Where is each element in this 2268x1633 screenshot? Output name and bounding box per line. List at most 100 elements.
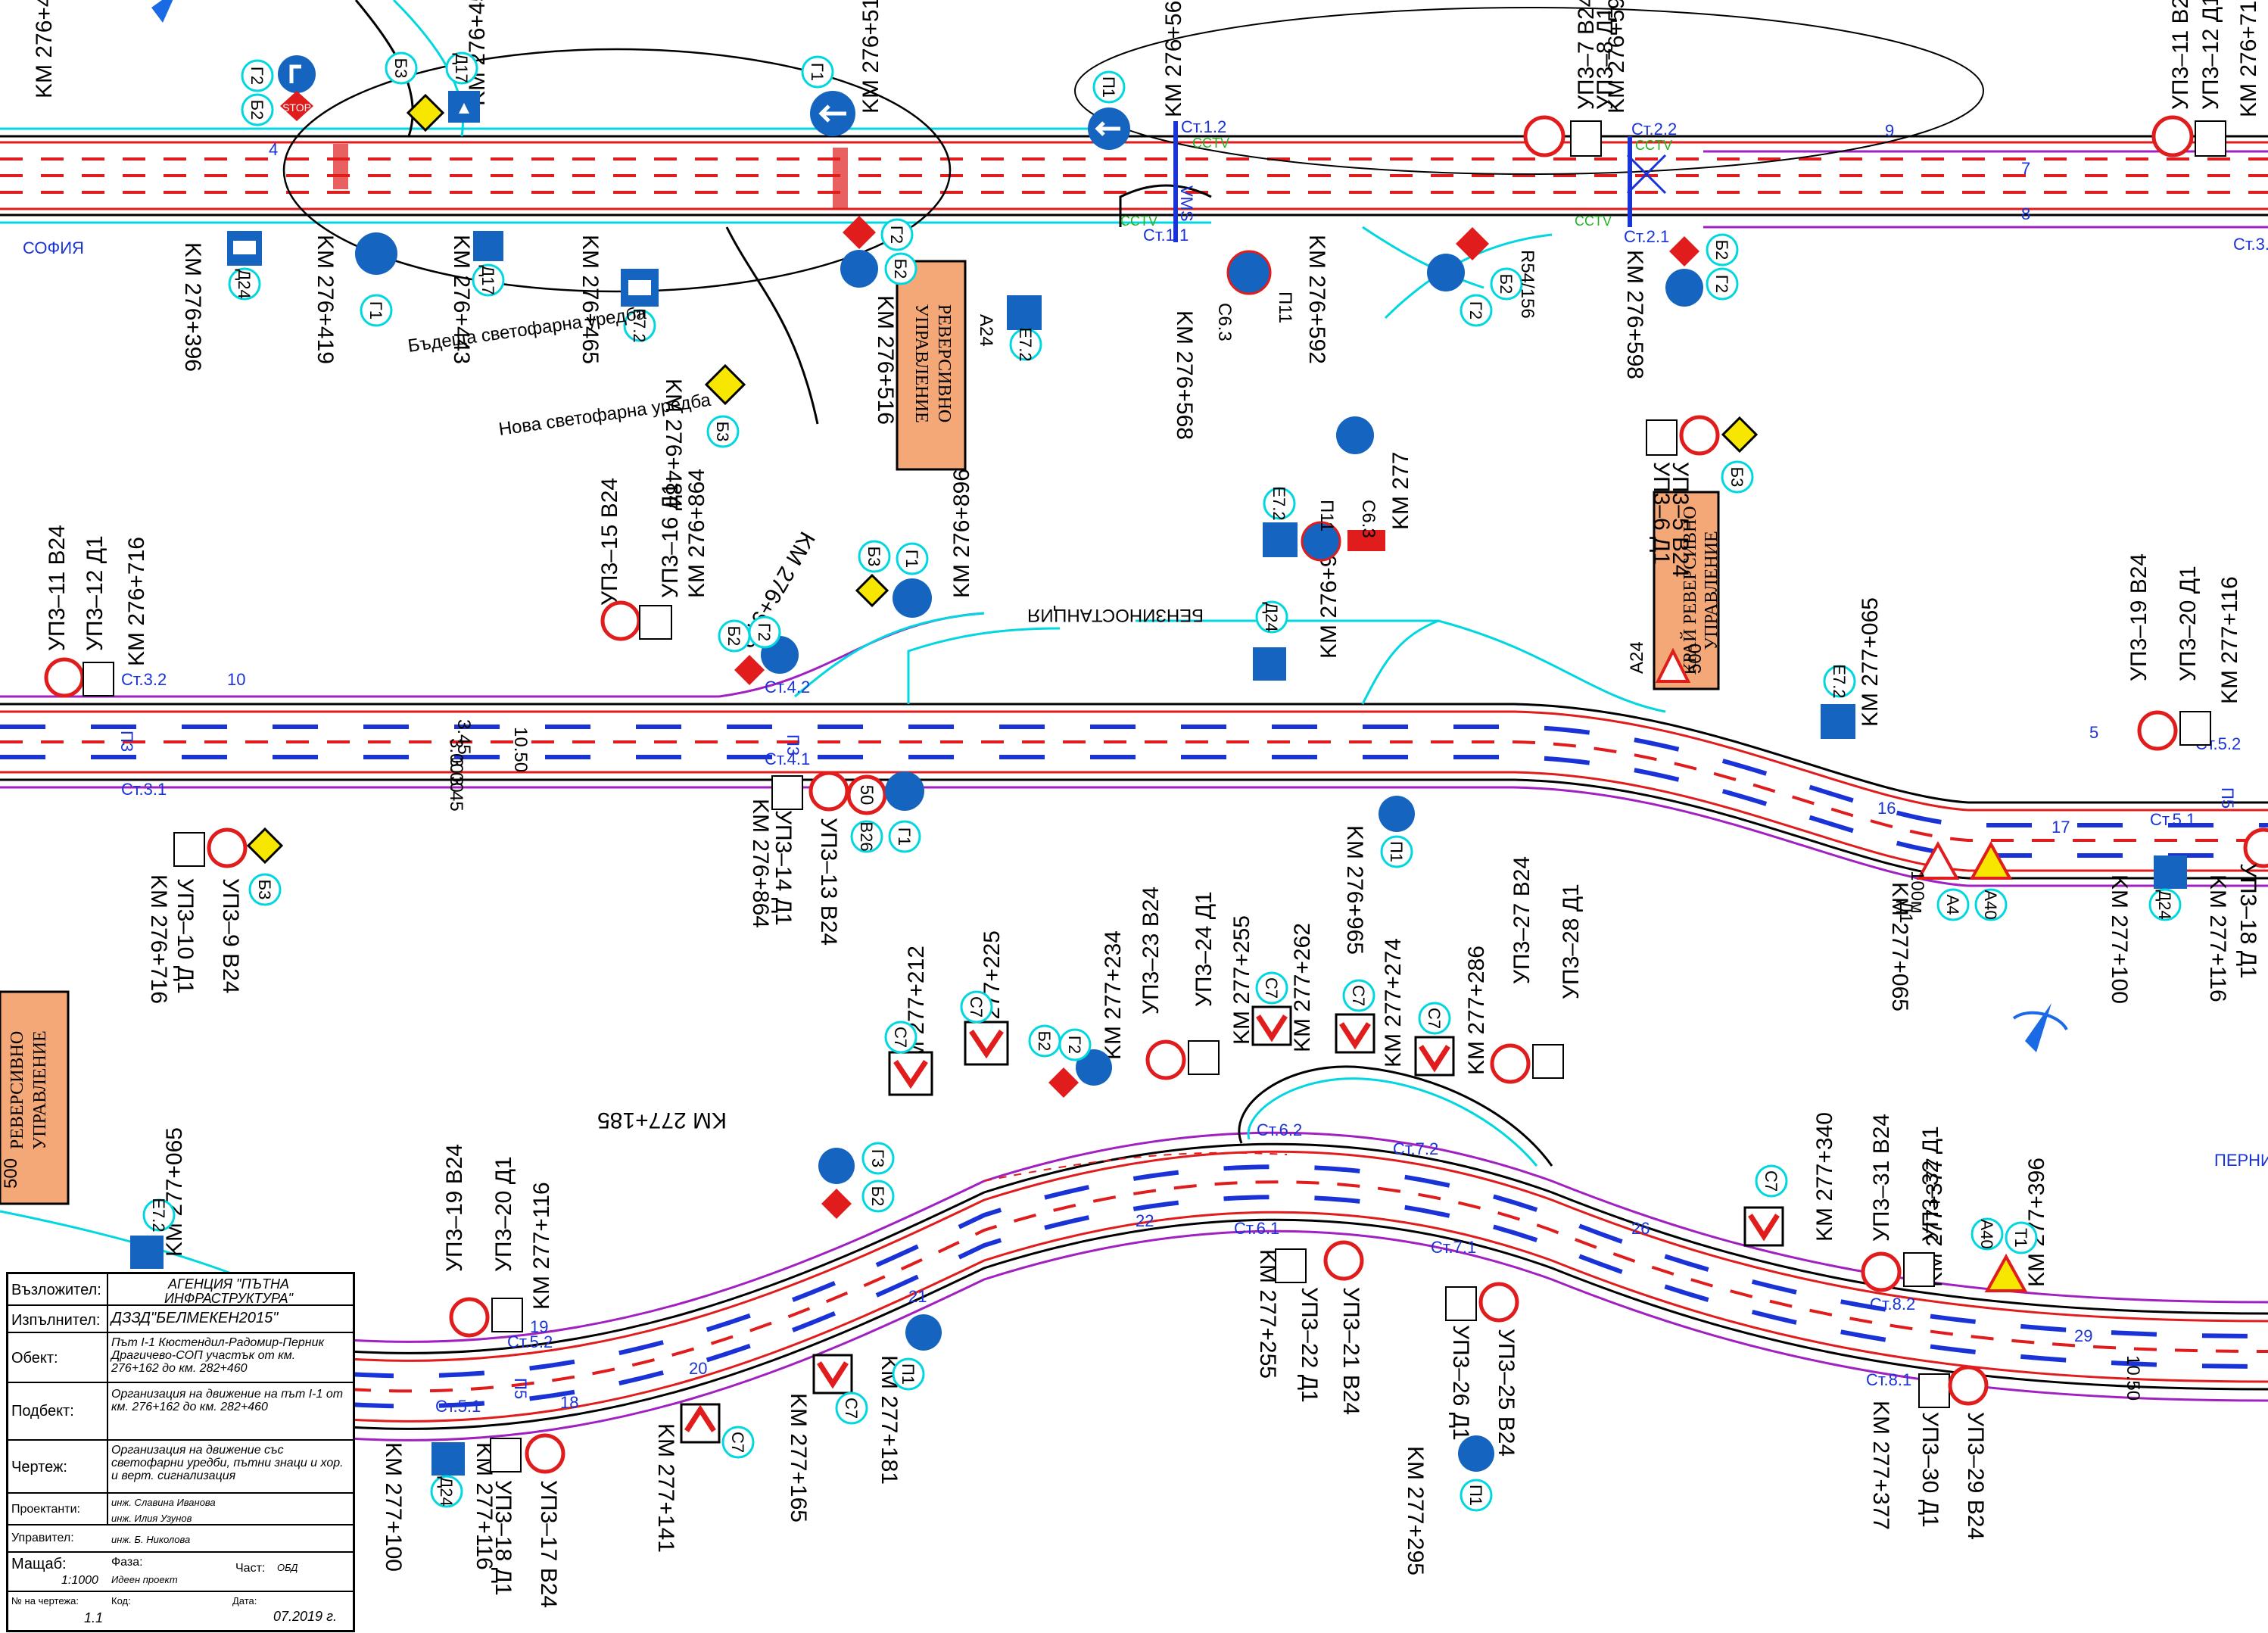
priority-road-icon bbox=[704, 363, 746, 406]
lane-number: 9 bbox=[1885, 121, 1894, 140]
svg-text:С7: С7 bbox=[842, 1398, 861, 1419]
title-row: Проектанти: инж. Славина Иванова инж. Ил… bbox=[8, 1492, 353, 1525]
km-label: KM 277+377 bbox=[1868, 1401, 1893, 1530]
dimension: 3.00 bbox=[446, 738, 466, 774]
km-label: KM 276+517 bbox=[858, 0, 883, 114]
top-km-labels: KM 276+415 KM 276+452 KM 276+517 KM 276+… bbox=[32, 0, 2261, 508]
station-label: Ст.5.1 bbox=[435, 1397, 481, 1416]
phase-key: Фаза: bbox=[111, 1556, 143, 1569]
pedestrian-icon bbox=[448, 91, 480, 123]
km-label: KM 277+116 bbox=[2205, 874, 2230, 1002]
stop-sign-icon bbox=[1456, 227, 1489, 260]
pedestrian-icon bbox=[473, 231, 503, 261]
km-label: KM 277+274 bbox=[1381, 938, 1406, 1067]
stop-sign-icon bbox=[734, 655, 765, 685]
svg-text:Е7.2: Е7.2 bbox=[630, 308, 649, 342]
lane-number: 26 bbox=[1631, 1219, 1650, 1238]
svg-text:В26: В26 bbox=[857, 821, 876, 851]
svg-text:Е7.2: Е7.2 bbox=[149, 1198, 168, 1232]
svg-text:С7: С7 bbox=[1349, 985, 1368, 1006]
svg-text:УП3–17 В24: УП3–17 В24 bbox=[536, 1480, 561, 1608]
dimension: 3.00 bbox=[446, 757, 466, 793]
svg-text:Д24: Д24 bbox=[235, 269, 254, 298]
title-value: Организация на движение на път I-1 от км… bbox=[111, 1388, 344, 1413]
traffic-light-icon bbox=[1478, 1282, 1519, 1323]
cctv-label: CCTV bbox=[1635, 138, 1672, 153]
svg-text:П5: П5 bbox=[511, 1378, 530, 1399]
dimension: 3.45 bbox=[453, 719, 474, 755]
svg-text:УПРАВЛЕНИЕ: УПРАВЛЕНИЕ bbox=[1702, 531, 1721, 650]
mandatory-direction-icon bbox=[355, 232, 397, 275]
svg-text:П11: П11 bbox=[1316, 500, 1337, 531]
km-label: KM 276+419 bbox=[313, 235, 338, 364]
title-row: № на чертежа: 1.1 Код: Дата: 07.2019 г. bbox=[8, 1591, 353, 1631]
svg-text:Б3: Б3 bbox=[255, 880, 274, 900]
title-value: ДЗЗД"БЕЛМЕКЕН2015" bbox=[111, 1310, 279, 1326]
svg-text:УП3–19 В24: УП3–19 В24 bbox=[2126, 553, 2151, 681]
title-row: Възложител: АГЕНЦИЯ "ПЪТНА ИНФРАСТРУКТУР… bbox=[8, 1274, 353, 1306]
title-value: АГЕНЦИЯ "ПЪТНА ИНФРАСТРУКТУРА" bbox=[164, 1276, 293, 1306]
chevron-icon bbox=[969, 1030, 1004, 1059]
chevron-icon bbox=[1339, 1022, 1371, 1050]
svg-text:УП3–16 Д1: УП3–16 Д1 bbox=[658, 482, 683, 598]
station-label: Ст.8.2 bbox=[1870, 1295, 1915, 1314]
svg-text:УП3–14 Д1: УП3–14 Д1 bbox=[771, 810, 796, 926]
vms-label: VMS bbox=[1177, 185, 1196, 222]
top-stations: Ст.1.2 Ст.2.2 Ст.1.1 Ст.2.1 Ст.3. CCTV C… bbox=[23, 117, 2268, 257]
warning-sign-icon bbox=[1984, 1253, 2028, 1292]
middle-km-labels: KM 276+864 KM 276+896 KM 276+716 KM 276+… bbox=[124, 452, 2242, 1011]
svg-text:Г1: Г1 bbox=[808, 63, 827, 81]
traffic-light-icon bbox=[1145, 1039, 1186, 1080]
svg-text:С6.3: С6.3 bbox=[1214, 303, 1235, 341]
stop-sign-icon bbox=[1669, 236, 1699, 266]
title-value: инж. Б. Николова bbox=[111, 1534, 191, 1545]
svg-text:П1: П1 bbox=[1387, 841, 1406, 862]
km-label: KM 276+484 bbox=[661, 379, 686, 508]
svg-text:П1: П1 bbox=[1099, 76, 1118, 98]
svg-text:Е7.2: Е7.2 bbox=[1830, 664, 1849, 698]
sheet-key: № на чертежа: bbox=[11, 1595, 79, 1607]
title-key: Чертеж: bbox=[11, 1459, 67, 1476]
svg-text:Г2: Г2 bbox=[248, 67, 266, 85]
svg-text:С7: С7 bbox=[728, 1432, 747, 1453]
middle-row-roads bbox=[0, 612, 2268, 887]
gas-station-label: БЕНЗИНОСТАНЦИЯ bbox=[1027, 605, 1204, 625]
svg-text:П1: П1 bbox=[899, 1363, 917, 1385]
svg-text:УП3–28 Д1: УП3–28 Д1 bbox=[1559, 884, 1584, 999]
svg-text:Б2: Б2 bbox=[868, 1186, 887, 1207]
km-label: KM 277+165 bbox=[786, 1393, 811, 1522]
title-value: инж. Илия Узунов bbox=[111, 1513, 192, 1524]
km-label: KM 276+896 bbox=[949, 469, 974, 598]
station-label: Ст.1.2 bbox=[1181, 117, 1226, 136]
title-row: Подбект: Организация на движение на път … bbox=[8, 1382, 353, 1441]
svg-text:Т1: Т1 bbox=[2011, 1228, 2030, 1248]
svg-text:УП3–13 В24: УП3–13 В24 bbox=[816, 818, 841, 946]
km-label: KM 277+100 bbox=[381, 1442, 406, 1572]
svg-text:УП3–32 Д1: УП3–32 Д1 bbox=[1918, 1126, 1943, 1242]
traffic-light-icon bbox=[1861, 1251, 1902, 1292]
chevron-icon bbox=[1748, 1214, 1780, 1242]
svg-text:УП3–20 Д1: УП3–20 Д1 bbox=[491, 1156, 516, 1272]
svg-text:А24: А24 bbox=[1627, 641, 1647, 674]
km-label: KM 277+286 bbox=[1464, 946, 1489, 1075]
svg-text:УП3–20 Д1: УП3–20 Д1 bbox=[2176, 566, 2201, 681]
svg-text:УП3–25 В24: УП3–25 В24 bbox=[1494, 1329, 1519, 1457]
svg-text:УПРАВЛЕНИЕ: УПРАВЛЕНИЕ bbox=[911, 304, 931, 422]
title-value: инж. Славина Иванова bbox=[111, 1497, 216, 1508]
svg-text:УП3–21 В24: УП3–21 В24 bbox=[1338, 1287, 1363, 1415]
svg-text:Д17: Д17 bbox=[478, 265, 497, 295]
svg-text:УП3–23 В24: УП3–23 В24 bbox=[1139, 887, 1164, 1014]
svg-text:Г3: Г3 bbox=[868, 1149, 887, 1167]
traffic-light-info-icon bbox=[1007, 295, 1042, 330]
station-label: Ст.6.2 bbox=[1257, 1120, 1302, 1139]
middle-signs: УП3–15 В24 УП3–16 Д1 Б3 Г1 Г2 Б2 УП3–11 … bbox=[44, 478, 2268, 994]
svg-text:П3: П3 bbox=[784, 734, 802, 756]
svg-text:А40: А40 bbox=[1977, 1219, 1996, 1248]
stop-sign-icon bbox=[843, 216, 876, 249]
date-key: Дата: bbox=[232, 1595, 257, 1607]
km-label: KM 277+116 bbox=[529, 1182, 554, 1310]
dimension: 3.45 bbox=[446, 776, 466, 812]
lane-number: 4 bbox=[269, 140, 278, 159]
svg-text:50: 50 bbox=[856, 785, 877, 806]
turn-icon bbox=[818, 1148, 855, 1184]
